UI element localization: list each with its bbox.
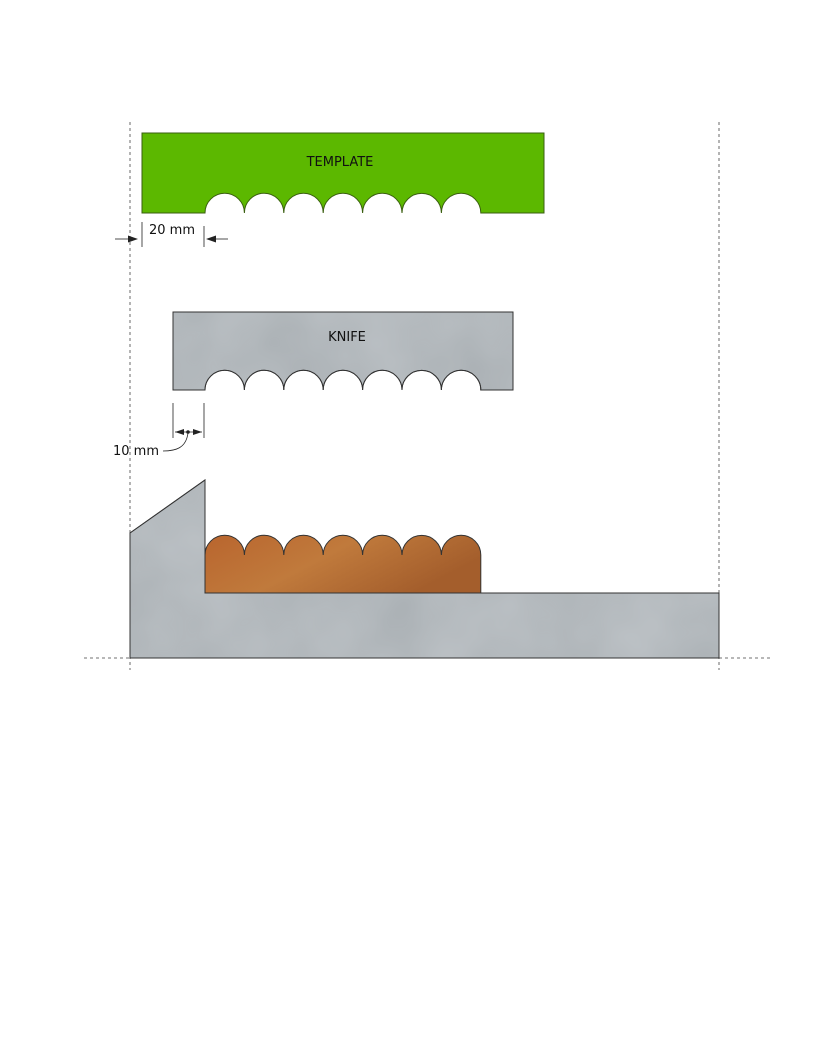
jig-outline	[129, 479, 720, 659]
template-label: TEMPLATE	[306, 155, 374, 170]
workpiece-molding	[204, 534, 482, 594]
knife-outline	[172, 311, 514, 391]
knife-texture	[173, 312, 513, 390]
knife-offset-label: 10 mm	[113, 444, 159, 459]
template-shape	[141, 132, 545, 214]
knife-offset-dimension: 10 mm	[113, 403, 205, 459]
jig-texture	[130, 480, 719, 658]
template-offset-dimension: 20 mm	[115, 222, 228, 247]
template-offset-label: 20 mm	[149, 223, 195, 238]
knife-label: KNIFE	[328, 330, 366, 345]
